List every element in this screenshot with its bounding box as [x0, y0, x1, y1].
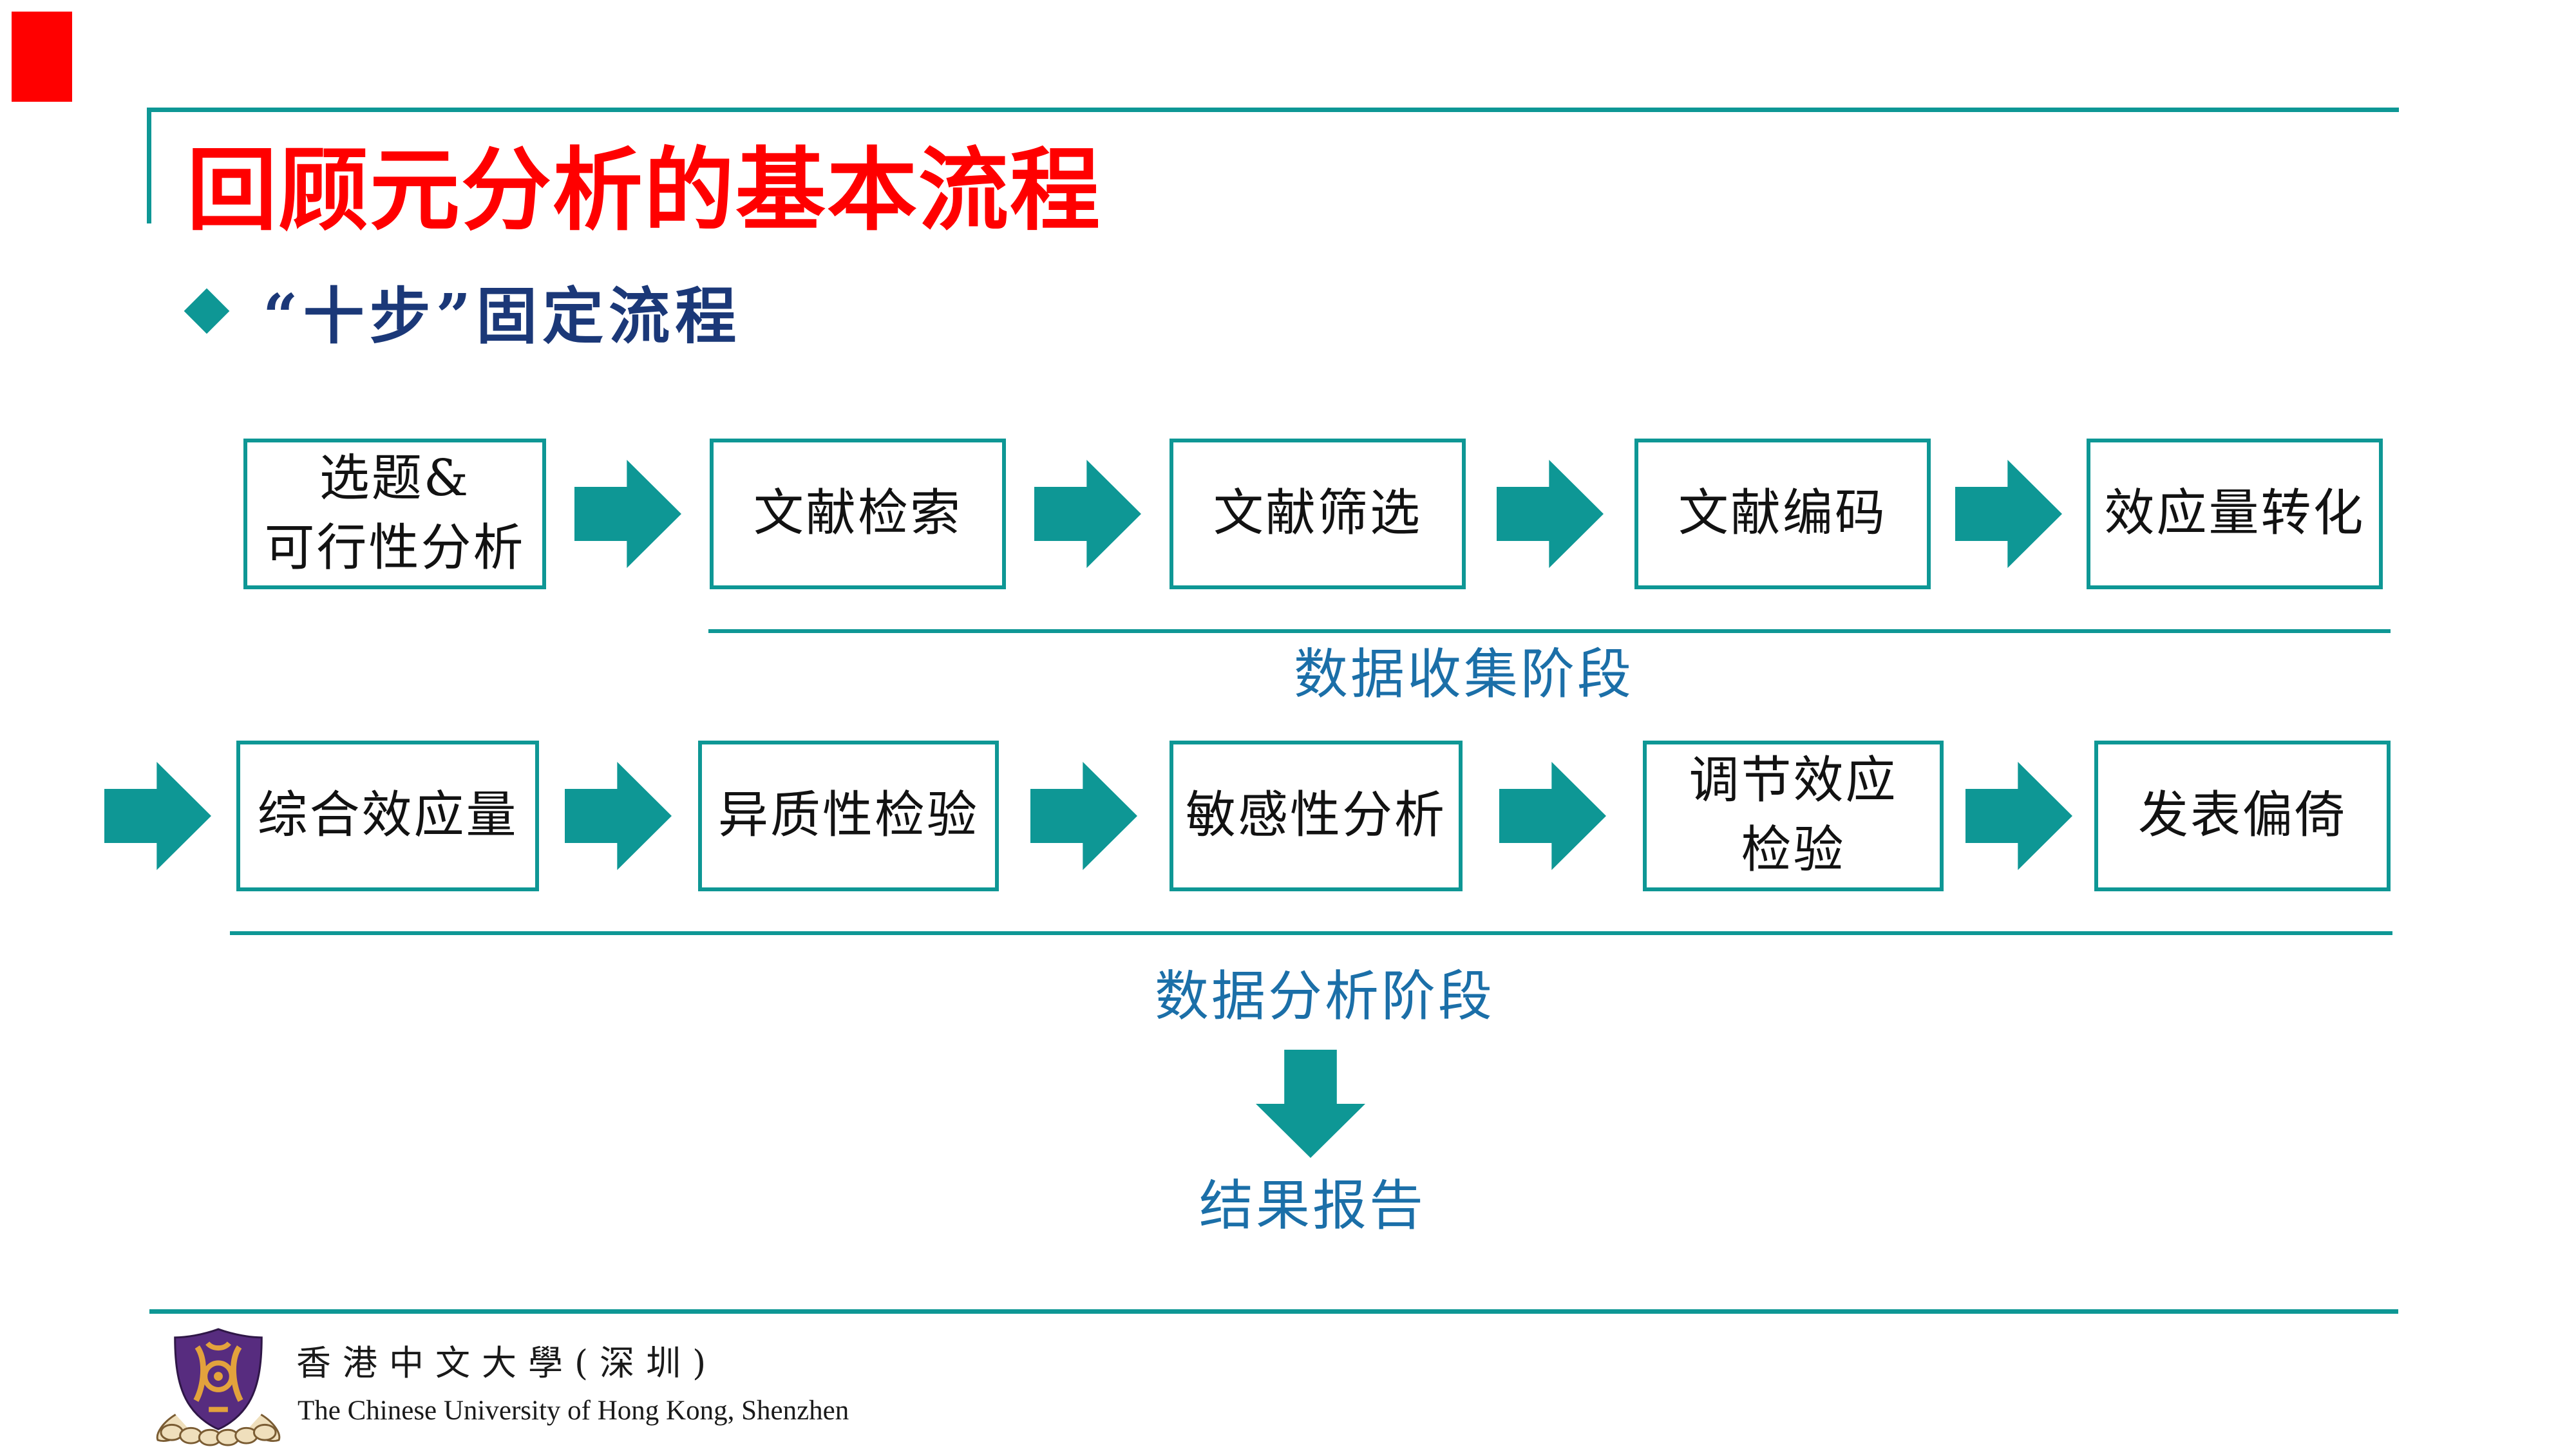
flow-box-topic-feasibility: 选题& 可行性分析 — [243, 439, 546, 589]
flow-box-label: 检验 — [1741, 821, 1846, 879]
flow-box-moderation-test: 调节效应 检验 — [1643, 741, 1944, 891]
title-frame-left-line — [147, 108, 151, 223]
diamond-bullet-icon — [184, 288, 230, 334]
flow-box-effect-size-conversion: 效应量转化 — [2087, 439, 2383, 589]
stage1-underline — [708, 629, 2391, 633]
flow-arrow-right-icon — [1955, 460, 2062, 568]
flow-arrow-right-icon — [104, 762, 211, 870]
result-label: 结果报告 — [1198, 1174, 1426, 1237]
flow-arrow-right-icon — [574, 460, 681, 568]
stage2-underline — [230, 931, 2392, 935]
flow-box-publication-bias: 发表偏倚 — [2094, 741, 2391, 891]
flow-arrow-right-icon — [1030, 762, 1137, 870]
flow-box-pooled-effect-size: 综合效应量 — [236, 741, 539, 891]
flow-box-label: 文献筛选 — [1213, 484, 1422, 543]
flow-box-label: 可行性分析 — [264, 519, 526, 577]
flow-arrow-right-icon — [1499, 762, 1606, 870]
stage1-label: 数据收集阶段 — [1293, 643, 1634, 706]
flow-box-label: 文献检索 — [753, 484, 962, 543]
flow-box-label: 选题& — [319, 450, 471, 508]
flow-box-literature-screening: 文献筛选 — [1170, 439, 1466, 589]
flow-arrow-right-icon — [565, 762, 672, 870]
flow-box-label: 敏感性分析 — [1185, 786, 1446, 845]
flow-box-literature-search: 文献检索 — [710, 439, 1006, 589]
flow-box-literature-coding: 文献编码 — [1634, 439, 1931, 589]
flow-box-sensitivity-analysis: 敏感性分析 — [1170, 741, 1463, 891]
university-name-cn: 香港中文大學(深圳) — [296, 1343, 718, 1383]
flow-box-label: 异质性检验 — [717, 786, 979, 845]
title-frame-top-line — [147, 108, 2399, 112]
flow-box-label: 效应量转化 — [2104, 484, 2365, 543]
cuhk-shenzhen-logo-icon — [156, 1328, 281, 1446]
footer-separator-line — [149, 1309, 2398, 1314]
flow-box-label: 文献编码 — [1678, 484, 1887, 543]
flow-box-label: 发表偏倚 — [2137, 786, 2347, 845]
flow-arrow-right-icon — [1497, 460, 1604, 568]
result-arrow-down-icon — [1256, 1050, 1365, 1158]
corner-accent-square — [12, 12, 72, 102]
bullet-text: “十步”固定流程 — [263, 281, 742, 352]
flow-arrow-right-icon — [1965, 762, 2072, 870]
flow-box-label: 综合效应量 — [257, 786, 518, 845]
university-name-en: The Chinese University of Hong Kong, She… — [298, 1396, 849, 1426]
page-title: 回顾元分析的基本流程 — [187, 138, 1102, 243]
flow-box-label: 调节效应 — [1689, 752, 1898, 810]
flow-arrow-right-icon — [1034, 460, 1141, 568]
flow-box-heterogeneity-test: 异质性检验 — [698, 741, 999, 891]
stage2-label: 数据分析阶段 — [1154, 965, 1495, 1028]
